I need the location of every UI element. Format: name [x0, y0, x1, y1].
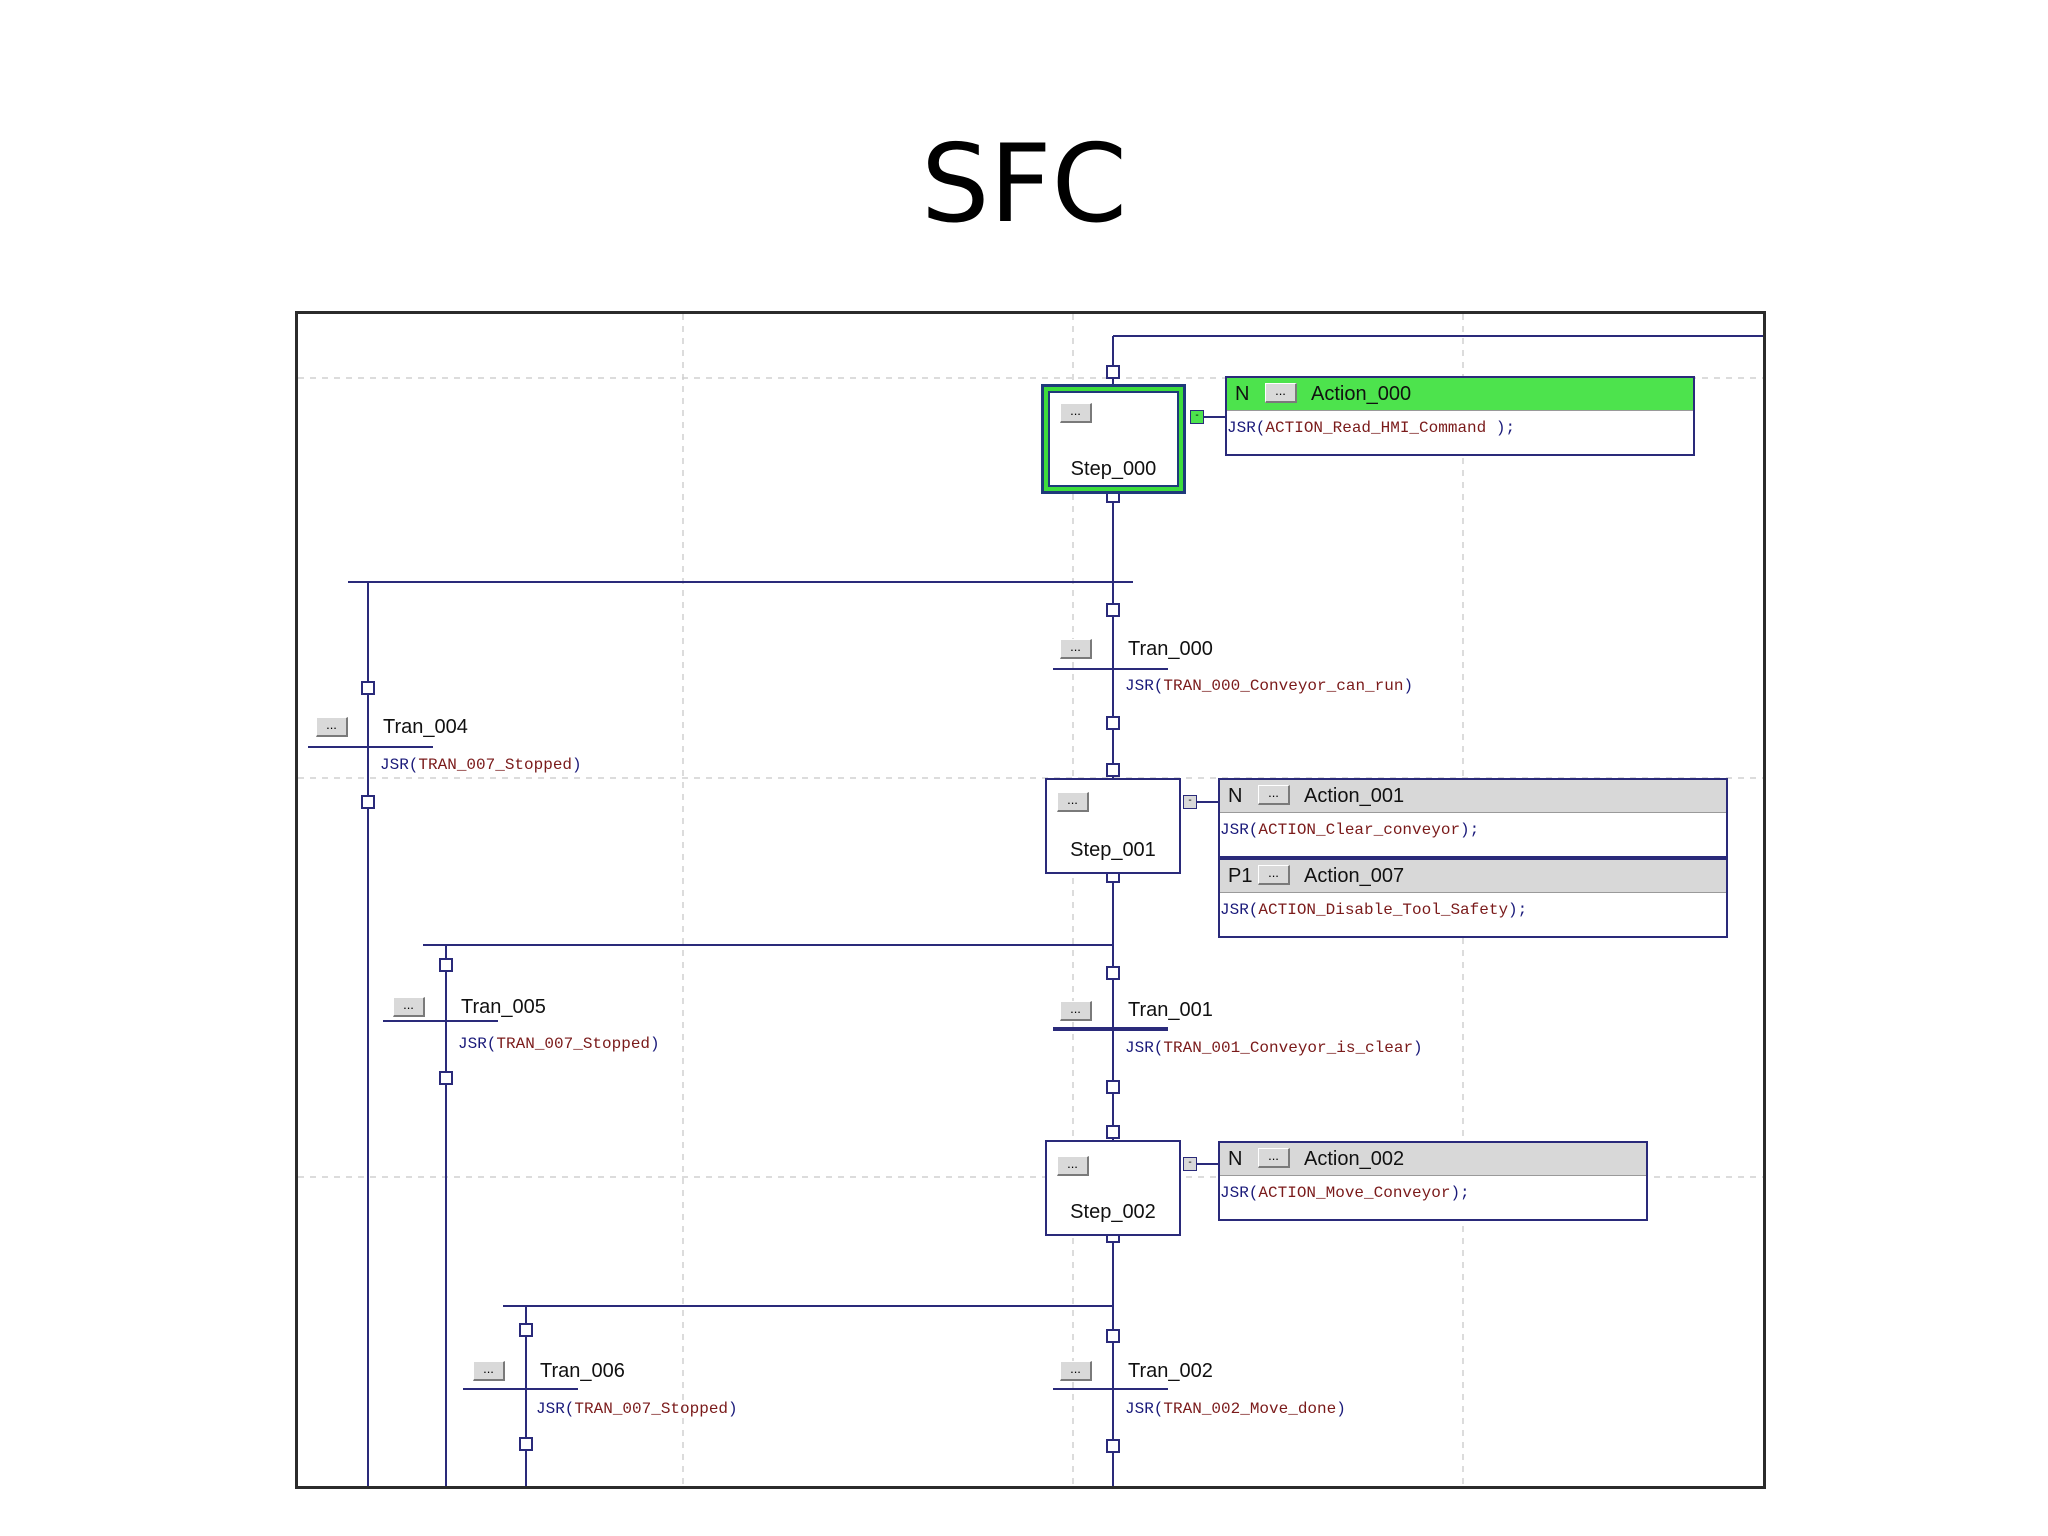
action-001[interactable]: N ... Action_001 JSR(ACTION_Clear_convey…: [1218, 778, 1728, 858]
tran-004-code: JSR(TRAN_007_Stopped): [380, 756, 582, 774]
tran-005-ellipsis-button[interactable]: ...: [393, 997, 425, 1017]
step-000-name: Step_000: [1070, 458, 1157, 480]
slide-title: SFC: [920, 122, 1128, 247]
action-002-qualifier: N: [1228, 1148, 1243, 1170]
action-000-qualifier: N: [1235, 383, 1250, 405]
step-000-ellipsis-button[interactable]: ...: [1060, 403, 1092, 423]
action-001-code: JSR(ACTION_Clear_conveyor);: [1220, 821, 1480, 839]
sfc-canvas[interactable]: ... Step_000 - N ... Action_000 JSR(ACTI…: [295, 311, 1766, 1489]
action-007-ellipsis-button[interactable]: ...: [1258, 865, 1290, 885]
tran-006-ellipsis-button[interactable]: ...: [473, 1361, 505, 1381]
action-002[interactable]: N ... Action_002 JSR(ACTION_Move_Conveyo…: [1218, 1141, 1648, 1221]
action-000[interactable]: N ... Action_000 JSR(ACTION_Read_HMI_Com…: [1225, 376, 1695, 456]
action-002-code: JSR(ACTION_Move_Conveyor);: [1220, 1184, 1470, 1202]
step-001[interactable]: ... Step_001: [1045, 778, 1181, 874]
action-000-name: Action_000: [1311, 383, 1412, 405]
tran-005-name: Tran_005: [461, 996, 546, 1018]
action-000-code: JSR(ACTION_Read_HMI_Command );: [1227, 419, 1516, 437]
tran-002-code: JSR(TRAN_002_Move_done): [1125, 1400, 1346, 1418]
tran-000-code: JSR(TRAN_000_Conveyor_can_run): [1125, 677, 1414, 695]
tran-006-code: JSR(TRAN_007_Stopped): [536, 1400, 738, 1418]
tran-004-ellipsis-button[interactable]: ...: [316, 717, 348, 737]
action-007[interactable]: P1 ... Action_007 JSR(ACTION_Disable_Too…: [1218, 858, 1728, 938]
action-000-ellipsis-button[interactable]: ...: [1265, 383, 1297, 403]
tran-004-name: Tran_004: [383, 716, 468, 738]
tran-002-ellipsis-button[interactable]: ...: [1060, 1361, 1092, 1381]
tran-000-ellipsis-button[interactable]: ...: [1060, 639, 1092, 659]
action-001-qualifier: N: [1228, 785, 1243, 807]
action-002-name: Action_002: [1304, 1148, 1405, 1170]
step-001-ellipsis-button[interactable]: ...: [1057, 792, 1089, 812]
action-007-name: Action_007: [1304, 865, 1405, 887]
step-002-ellipsis-button[interactable]: ...: [1057, 1156, 1089, 1176]
tran-001-name: Tran_001: [1128, 999, 1213, 1021]
step-000[interactable]: ... Step_000: [1041, 384, 1186, 494]
action-007-code: JSR(ACTION_Disable_Tool_Safety);: [1220, 901, 1528, 919]
tran-001-code: JSR(TRAN_001_Conveyor_is_clear): [1125, 1039, 1423, 1057]
step-002-name: Step_002: [1070, 1201, 1156, 1223]
action-002-ellipsis-button[interactable]: ...: [1258, 1148, 1290, 1168]
step-002-action-link-icon[interactable]: -: [1183, 1157, 1197, 1171]
sfc-wiring: [298, 314, 1763, 1486]
action-007-qualifier: P1: [1228, 865, 1253, 887]
step-000-action-link-icon[interactable]: -: [1190, 410, 1204, 424]
tran-001-ellipsis-button[interactable]: ...: [1060, 1001, 1092, 1021]
step-001-name: Step_001: [1070, 839, 1156, 861]
tran-005-code: JSR(TRAN_007_Stopped): [458, 1035, 660, 1053]
step-002[interactable]: ... Step_002: [1045, 1140, 1181, 1236]
action-001-name: Action_001: [1304, 785, 1405, 807]
tran-002-name: Tran_002: [1128, 1360, 1213, 1382]
step-001-action-link-icon[interactable]: -: [1183, 795, 1197, 809]
tran-006-name: Tran_006: [540, 1360, 625, 1382]
tran-000-name: Tran_000: [1128, 638, 1213, 660]
action-001-ellipsis-button[interactable]: ...: [1258, 785, 1290, 805]
